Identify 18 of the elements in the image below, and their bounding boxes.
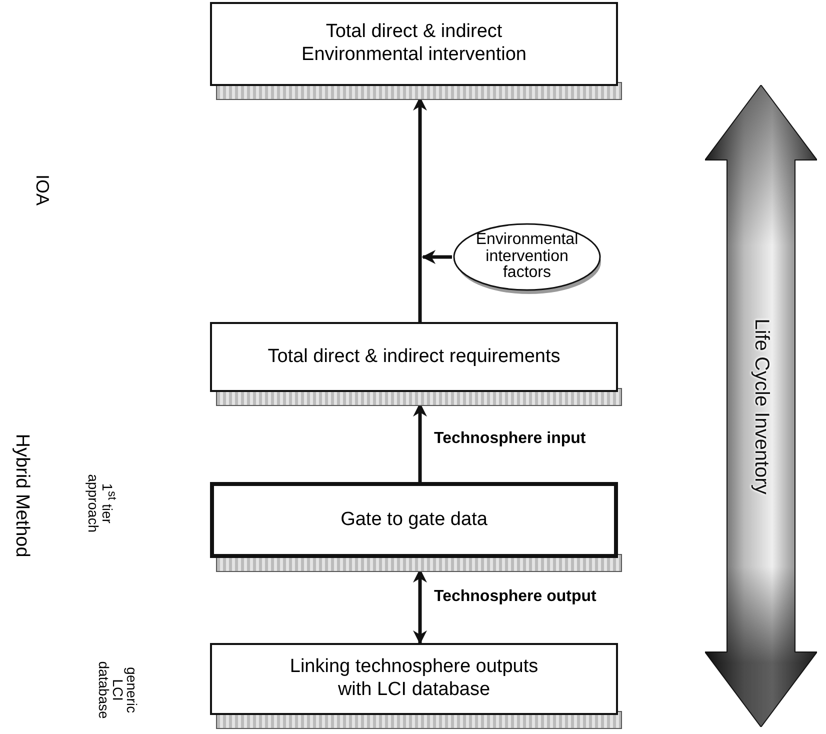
side-label: IOA [33, 174, 51, 206]
edge-label: Technosphere input [432, 430, 588, 448]
ellipse-label: Environmental intervention factors [474, 232, 580, 282]
factor-ellipse [452, 222, 602, 292]
box-label: Total direct & indirect requirements [268, 346, 560, 368]
process-box [210, 322, 618, 392]
process-box [210, 2, 618, 86]
process-box [210, 482, 618, 558]
side-label: Hybrid Method [12, 433, 32, 557]
side-label: generic LCI database [97, 660, 139, 721]
band-label: Life Cycle Inventory [750, 318, 772, 494]
box-label: Total direct & indirect Environmental intervention [300, 21, 528, 67]
edge-label: Technosphere output [432, 588, 598, 606]
box-label: Linking technosphere outputs with LCI database [288, 656, 540, 702]
box-label: Gate to gate data [340, 508, 488, 532]
arrow [422, 250, 452, 264]
process-box [210, 643, 618, 715]
double-arrow-band [705, 85, 817, 727]
